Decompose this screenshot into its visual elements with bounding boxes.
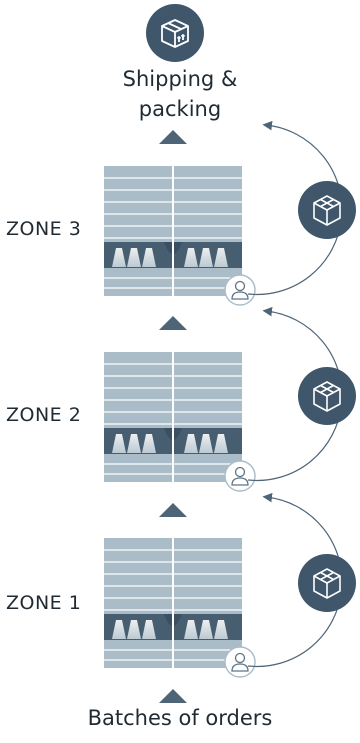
batches-label: Batches of orders — [87, 706, 273, 730]
flow-up-arrow — [159, 316, 187, 330]
flow-up-arrow — [159, 503, 187, 517]
zone-2-rack — [103, 351, 243, 483]
title-line-2: packing — [138, 97, 222, 121]
zone-2-label: ZONE 2 — [6, 404, 82, 426]
cube-icon — [297, 553, 357, 613]
cube-icon — [297, 180, 357, 240]
zone-3-group — [103, 120, 357, 306]
zone-1-group — [103, 492, 357, 678]
person-icon — [224, 274, 256, 306]
cube-icon — [297, 366, 357, 426]
person-icon — [224, 460, 256, 492]
title-line-1: Shipping & — [122, 67, 238, 91]
flow-up-arrow — [159, 130, 187, 144]
zone-2-group — [103, 306, 357, 492]
person-icon — [224, 646, 256, 678]
shipping-box-badge — [144, 2, 206, 64]
zone-3-label: ZONE 3 — [6, 218, 82, 240]
zone-1-label: ZONE 1 — [6, 592, 82, 614]
zone-3-rack — [103, 165, 243, 297]
flow-up-arrow — [159, 689, 187, 703]
zone-1-rack — [103, 537, 243, 669]
box-shipping-icon — [146, 4, 204, 62]
destination-title: Shipping & packing — [80, 64, 280, 124]
